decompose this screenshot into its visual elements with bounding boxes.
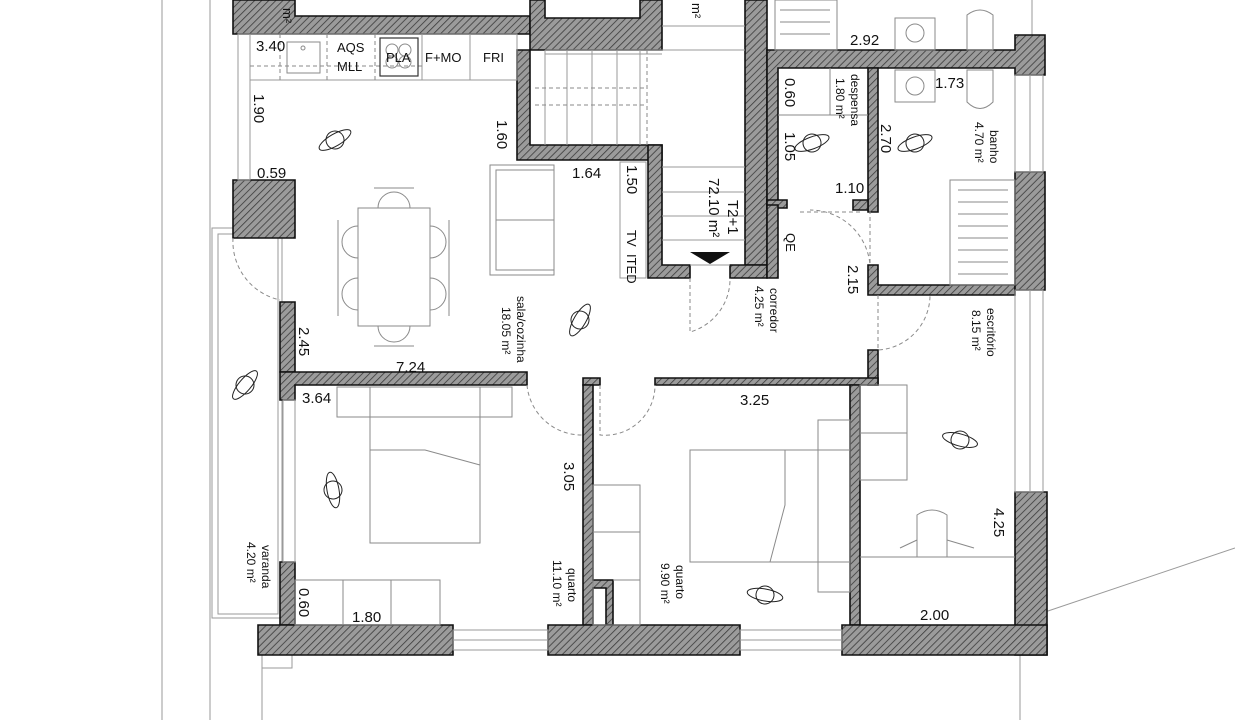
room-area-quarto-1: 11.10 m² bbox=[550, 560, 564, 606]
dim-3-25: 3.25 bbox=[740, 392, 769, 409]
label-tv: TV bbox=[624, 230, 639, 247]
tv-unit bbox=[619, 161, 647, 279]
dim-0-59: 0.59 bbox=[257, 165, 286, 182]
kitchen-counter bbox=[249, 33, 518, 81]
dim-2-45: 2.45 bbox=[295, 327, 312, 356]
room-area-sala: 18.05 m² bbox=[499, 307, 513, 354]
room-name-despensa: despensa bbox=[848, 74, 862, 126]
partial-area-label: m² bbox=[280, 8, 295, 24]
dim-1-73: 1.73 bbox=[935, 75, 964, 92]
room-area-escritorio: 8.15 m² bbox=[969, 310, 983, 351]
dim-4-25: 4.25 bbox=[990, 508, 1007, 537]
bed-quarto-2 bbox=[592, 419, 851, 626]
dim-0-60-bedroom: 0.60 bbox=[295, 588, 312, 617]
label-f-mo: F+MO bbox=[425, 50, 461, 65]
dim-2-92: 2.92 bbox=[850, 32, 879, 49]
dim-1-10: 1.10 bbox=[835, 180, 864, 197]
dim-2-15: 2.15 bbox=[844, 265, 861, 294]
dim-0-60-despensa: 0.60 bbox=[781, 78, 798, 107]
walls bbox=[232, 0, 1048, 656]
entrance-arrow-icon bbox=[690, 252, 730, 264]
people-figures bbox=[232, 129, 978, 605]
room-name-quarto-2: quarto bbox=[673, 565, 687, 599]
label-mll: MLL bbox=[337, 59, 362, 74]
staircase bbox=[535, 25, 745, 266]
doors bbox=[232, 209, 931, 436]
room-name-quarto-1: quarto bbox=[565, 568, 579, 602]
partial-area-label-stair: m² bbox=[689, 3, 704, 19]
label-ited: ITED bbox=[624, 254, 639, 284]
room-name-escritorio: escritório bbox=[984, 308, 998, 357]
room-name-varanda: varanda bbox=[259, 545, 273, 589]
unit-type: T2+1 bbox=[724, 200, 741, 235]
dim-1-60: 1.60 bbox=[493, 120, 510, 149]
room-area-banho: 4.70 m² bbox=[972, 122, 986, 163]
bed-quarto-1 bbox=[294, 386, 513, 626]
room-area-despensa: 1.80 m² bbox=[833, 78, 847, 119]
room-area-corredor: 4.25 m² bbox=[752, 286, 766, 327]
room-name-corredor: corredor bbox=[767, 288, 781, 333]
dim-2-70: 2.70 bbox=[877, 124, 894, 153]
dim-1-50: 1.50 bbox=[623, 165, 640, 194]
windows bbox=[237, 33, 1044, 651]
dim-2-00: 2.00 bbox=[920, 607, 949, 624]
dim-1-05: 1.05 bbox=[781, 132, 798, 161]
dim-3-64: 3.64 bbox=[302, 390, 331, 407]
label-qe: QE bbox=[783, 233, 798, 252]
desk-escritorio bbox=[859, 384, 1015, 558]
label-aqs: AQS bbox=[337, 40, 365, 55]
dim-7-24: 7.24 bbox=[396, 359, 425, 376]
dim-1-90: 1.90 bbox=[250, 94, 267, 123]
room-name-sala: sala/cozinha bbox=[514, 296, 528, 363]
dim-3-40: 3.40 bbox=[256, 38, 285, 55]
labels: m² m² AQS MLL PLA F+MO FRI TV ITED QE T2… bbox=[244, 3, 1007, 626]
label-fri: FRI bbox=[483, 50, 504, 65]
hob-icon bbox=[379, 37, 419, 77]
room-area-quarto-2: 9.90 m² bbox=[658, 563, 672, 604]
label-pla: PLA bbox=[386, 50, 411, 65]
dim-1-64: 1.64 bbox=[572, 165, 601, 182]
room-area-varanda: 4.20 m² bbox=[244, 542, 258, 583]
site-lines bbox=[161, 0, 1235, 720]
bathroom-fixtures bbox=[774, 0, 1016, 286]
dim-3-05: 3.05 bbox=[560, 462, 577, 491]
dining-table bbox=[337, 187, 450, 347]
unit-area: 72.10 m² bbox=[705, 178, 722, 237]
dim-1-80: 1.80 bbox=[352, 609, 381, 626]
sofa bbox=[489, 164, 555, 276]
room-name-banho: banho bbox=[987, 130, 1001, 164]
